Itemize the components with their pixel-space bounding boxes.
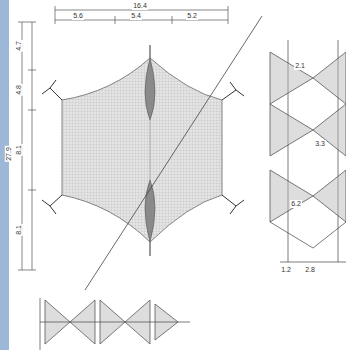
- mast-stays: [42, 45, 244, 256]
- dimension-label: 6.2: [290, 200, 302, 208]
- dimension-label: 8.1: [15, 224, 23, 236]
- dimension-label: 5.6: [72, 12, 84, 20]
- dimension-label: 4.7: [15, 40, 23, 52]
- dimension-label: 27.9: [5, 146, 13, 162]
- ridge-gap: [145, 58, 155, 120]
- side-strip: [0, 0, 9, 350]
- dimension-label: 5.2: [186, 12, 198, 20]
- section-line: [85, 16, 262, 290]
- dimension-label: 8.1: [15, 144, 23, 156]
- dimension-label: 3.3: [314, 140, 326, 148]
- dimension-label: 2.8: [304, 266, 316, 274]
- membrane-plan: [62, 58, 222, 242]
- dimension-label: 2.1: [294, 62, 306, 70]
- dimension-label: 4.8: [15, 84, 23, 96]
- dimension-label: 16.4: [132, 2, 148, 10]
- dimension-label: 5.4: [130, 12, 142, 20]
- dimension-lines: [18, 6, 228, 270]
- elevation-fragment: [270, 40, 346, 262]
- elevation-fragment: [40, 298, 190, 350]
- dimension-label: 1.2: [280, 266, 292, 274]
